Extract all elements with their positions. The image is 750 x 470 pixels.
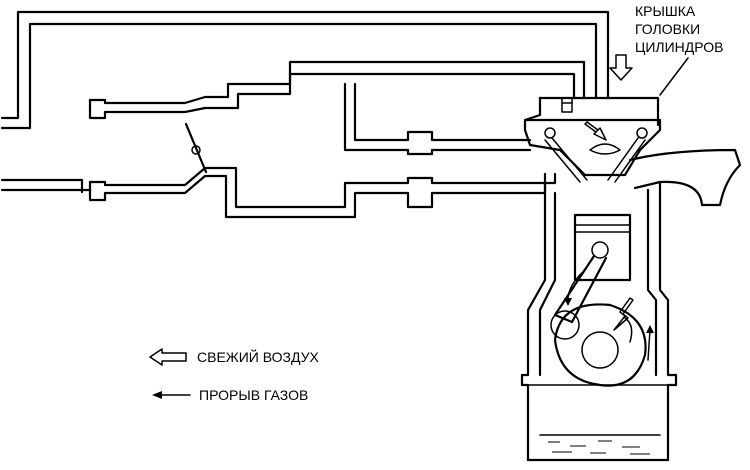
fresh-air-arrow-cover [609,54,633,81]
callout-line-1: КРЫШКА [635,3,696,19]
legend-blow-by-label: ПРОРЫВ ГАЗОВ [199,387,308,403]
flow-arrows [564,54,654,361]
callout-line-3: ЦИЛИНДРОВ [635,39,724,55]
piston [573,213,632,282]
callout-line-2: ГОЛОВКИ [635,21,700,37]
throttle-valve [184,122,208,174]
legend-fresh-air-label: СВЕЖИЙ ВОЗДУХ [197,348,319,365]
intake-duct [0,60,586,219]
crank-mechanism [550,254,647,387]
fresh-air-hose [0,10,610,130]
exhaust-manifold [628,148,742,207]
blow-by-legend-arrowhead [152,391,162,399]
cylinder-head-cover [523,96,660,127]
callout-leader [659,57,689,96]
fresh-air-arrow-head [584,121,607,141]
cylinder-head-cover-label: КРЫШКА ГОЛОВКИ ЦИЛИНДРОВ [635,3,724,96]
legend: СВЕЖИЙ ВОЗДУХ ПРОРЫВ ГАЗОВ [149,348,319,403]
oil-sump [539,434,661,455]
fresh-air-legend-arrow [149,348,187,366]
